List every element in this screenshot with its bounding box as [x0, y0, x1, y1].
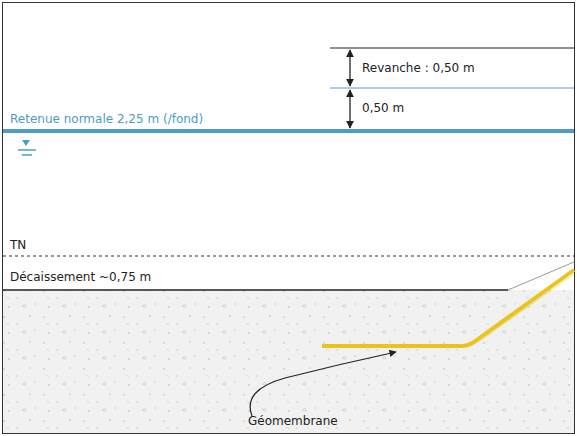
material-label: Géomembrane — [248, 414, 338, 428]
dimension-label: 0,50 m — [362, 101, 404, 115]
water-level-label: Retenue normale 2,25 m (/fond) — [10, 112, 203, 126]
dimension-label: Revanche : 0,50 m — [362, 61, 475, 75]
excavation-label: Décaissement ~0,75 m — [10, 270, 151, 284]
ground-level-label: TN — [10, 238, 26, 252]
